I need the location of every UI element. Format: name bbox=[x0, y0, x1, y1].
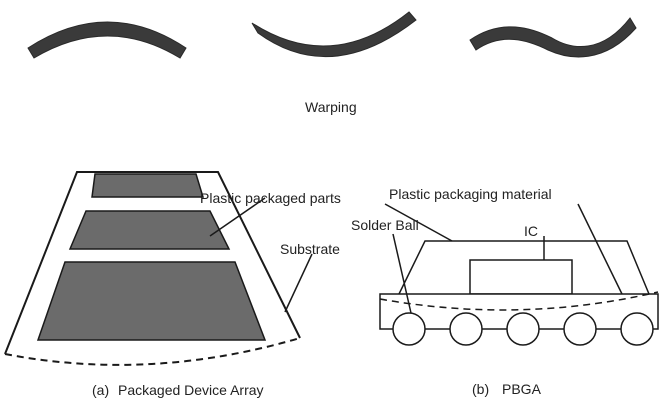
caption-b-prefix: (b) bbox=[472, 381, 489, 397]
plastic-packaged-parts-label: Plastic packaged parts bbox=[200, 190, 341, 206]
substrate-leader-line bbox=[284, 253, 313, 313]
mold-cap-outline bbox=[398, 240, 650, 295]
substrate-warp-curve bbox=[4, 337, 301, 366]
solder-ball-leader-line bbox=[392, 233, 412, 314]
parts-leader-line bbox=[209, 197, 266, 237]
substrate-label: Substrate bbox=[280, 241, 340, 257]
material-warp-leader-line bbox=[577, 203, 623, 295]
packaged-part-top bbox=[91, 173, 205, 198]
solder-ball bbox=[563, 312, 597, 346]
caption-a-prefix: (a) bbox=[92, 382, 109, 398]
solder-ball bbox=[392, 312, 426, 346]
material-leader-line bbox=[384, 203, 453, 242]
solder-ball bbox=[449, 312, 483, 346]
ic-die bbox=[469, 259, 573, 295]
solder-ball bbox=[620, 312, 654, 346]
solder-ball bbox=[506, 312, 540, 346]
warp-shape-wave bbox=[469, 17, 637, 58]
solder-ball-label: Solder Ball bbox=[351, 217, 419, 233]
caption-a-text: Packaged Device Array bbox=[118, 382, 264, 398]
packaged-part-bottom bbox=[36, 261, 267, 341]
warping-label: Warping bbox=[305, 99, 357, 115]
device-array-diagram bbox=[4, 171, 313, 366]
warp-shape-convex bbox=[27, 21, 187, 59]
substrate-outline bbox=[4, 171, 301, 355]
warp-shapes bbox=[27, 11, 637, 59]
ic-label: IC bbox=[524, 223, 538, 239]
caption-b-text: PBGA bbox=[502, 381, 542, 397]
warp-shape-concave bbox=[251, 11, 417, 58]
plastic-packaging-material-label: Plastic packaging material bbox=[389, 186, 552, 202]
pbga-warp-curve bbox=[379, 291, 659, 311]
packaged-part-middle bbox=[68, 210, 231, 250]
pbga-diagram bbox=[379, 203, 659, 346]
